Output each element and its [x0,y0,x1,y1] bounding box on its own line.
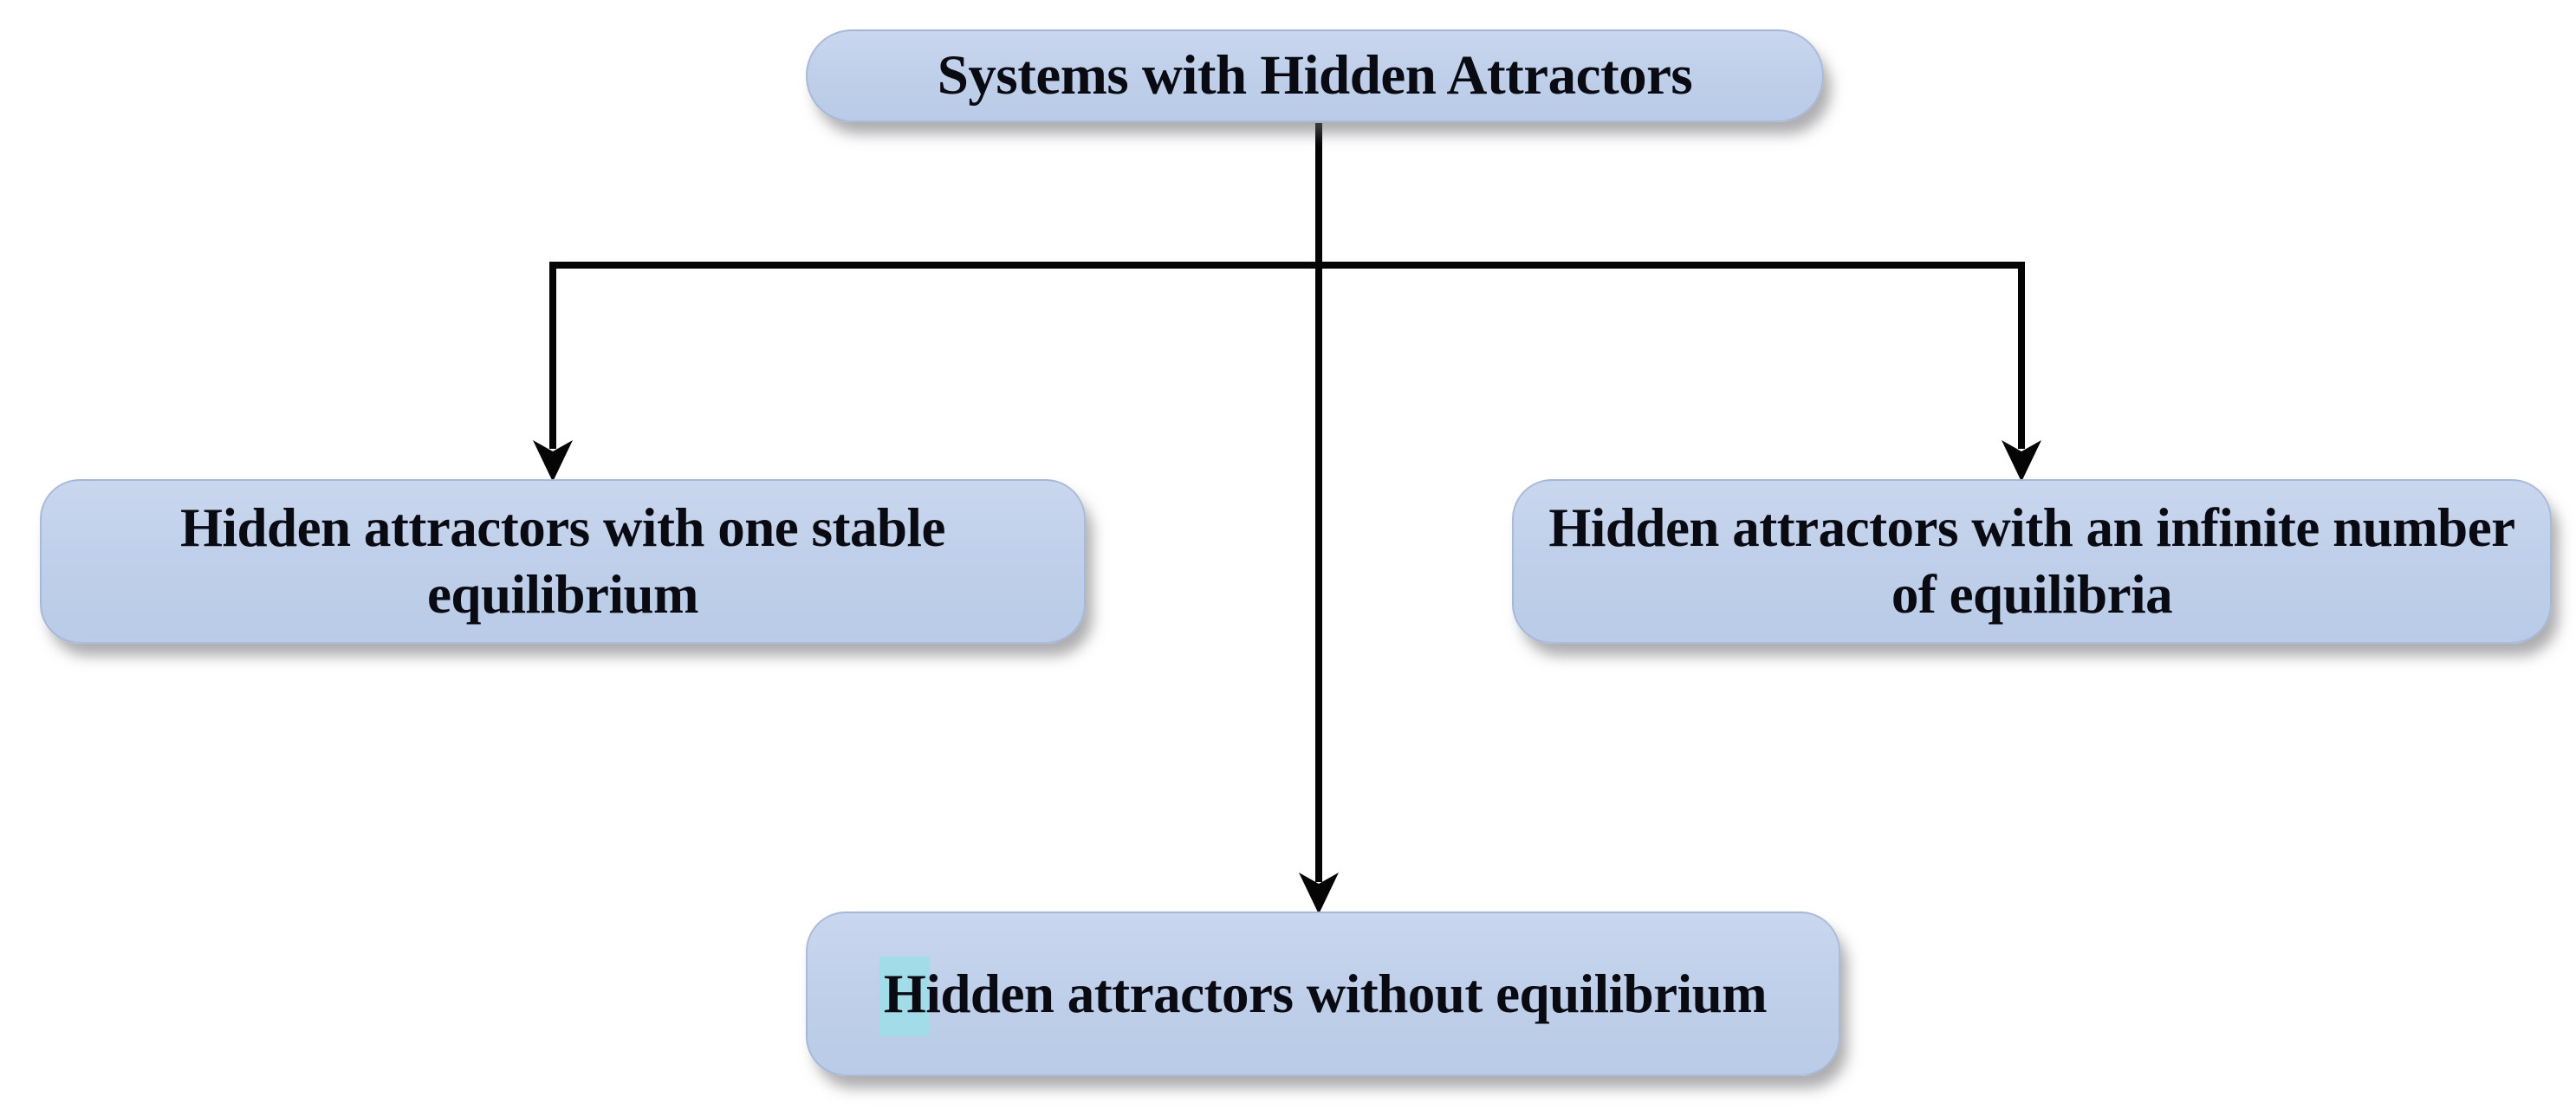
arrowhead-left-icon [533,440,573,482]
node-right-label-line1: Hidden attractors with an infinite numbe… [1548,497,2515,559]
node-systems-with-hidden-attractors: Systems with Hidden Attractors [806,29,1824,122]
node-infinite-equilibria: Hidden attractors with an infinite numbe… [1512,479,2552,644]
node-right-label-line2: of equilibria [1891,564,2173,625]
highlighted-letter: H [879,956,931,1036]
arrowhead-right-icon [2002,440,2041,482]
node-one-stable-equilibrium: Hidden attractors with one stable equili… [40,479,1086,644]
node-root-label: Systems with Hidden Attractors [937,43,1693,107]
arrowhead-center-icon [1299,873,1339,914]
node-bottom-label: Hidden attractors without equilibrium [879,956,1768,1036]
node-bottom-label-rest: idden attractors without equilibrium [925,963,1768,1024]
edge-root-branch [549,262,2025,449]
node-left-label-line2: equilibrium [426,564,699,625]
node-without-equilibrium: Hidden attractors without equilibrium [806,912,1840,1076]
node-left-label-line1: Hidden attractors with one stable [180,497,945,559]
